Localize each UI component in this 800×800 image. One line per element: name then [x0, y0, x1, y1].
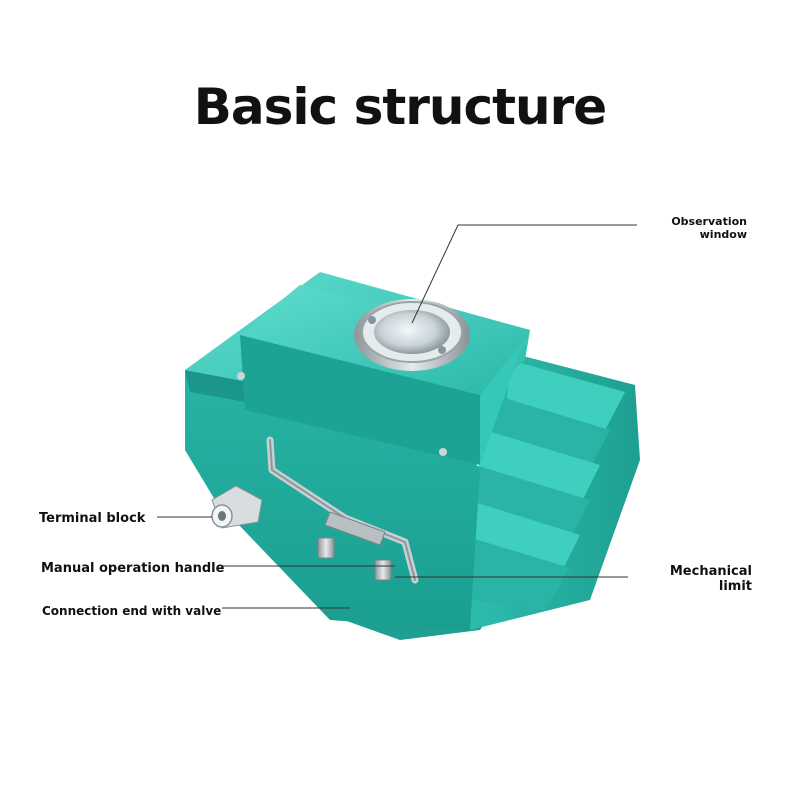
terminal-block-gland [211, 485, 263, 529]
mechanical-limit-screws [317, 511, 392, 581]
bolt-icon [237, 372, 245, 380]
bolt-icon [439, 448, 447, 456]
terminal-block-label: Terminal block [39, 511, 146, 526]
cooling-fins [455, 350, 640, 630]
manual-operation-handle-label: Manual operation handle [41, 561, 225, 576]
mechanical-limit-label: Mechanical limit [669, 564, 752, 594]
page-title: Basic structure [193, 78, 607, 136]
observation-window [354, 299, 470, 371]
observation-window-label: Observation window [671, 215, 747, 241]
observation-callout-line [411, 224, 637, 324]
callout-lines [157, 224, 637, 609]
connection-end-label: Connection end with valve [42, 604, 222, 618]
